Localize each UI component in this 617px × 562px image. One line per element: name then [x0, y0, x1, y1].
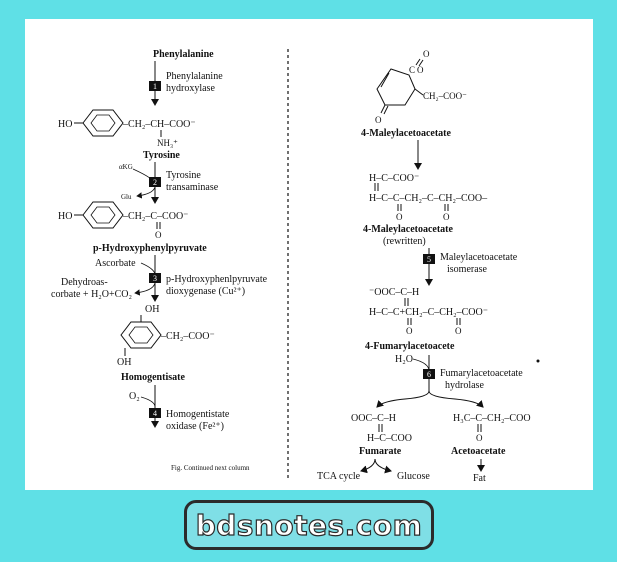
enzyme3-line2: dioxygenase (Cu²⁺)	[166, 286, 245, 297]
dehydro-line1: Dehydroas-	[61, 277, 108, 288]
enzyme4-line1: Homogentistate	[166, 409, 230, 420]
fat-label: Fat	[473, 473, 486, 484]
dehydro-line2: corbate + H₂O+CO₂	[51, 289, 132, 300]
enzyme1-line1: Phenylalanine	[166, 71, 223, 82]
hpp-label: p-Hydroxyphenylpyruvate	[93, 243, 207, 254]
watermark-banner[interactable]: bdsnotes.com	[184, 500, 434, 550]
enzyme1-line2: hydroxylase	[166, 83, 215, 94]
maleyl-oxygen-1: O	[396, 212, 403, 222]
fumaryl-line1: ⁻OOC–C–H	[369, 287, 419, 298]
akg-label: αKG	[119, 163, 133, 171]
benzene-ring-1	[82, 109, 124, 137]
step4-number: 4	[153, 409, 157, 418]
step2-number: 2	[153, 178, 157, 187]
hpp-chain: –CH₂–C–COO⁻	[122, 211, 188, 222]
tyrosine-label: Tyrosine	[143, 150, 180, 161]
enzyme4-line2: oxidase (Fe²⁺)	[166, 421, 224, 432]
ho-1: HO	[58, 119, 72, 130]
step3-number: 3	[153, 274, 157, 283]
stray-dot	[536, 359, 540, 363]
ring-oxygen-top: O	[423, 49, 430, 59]
step5-box	[423, 254, 435, 264]
figure-caption: Fig. Continued next column	[171, 464, 250, 472]
rewritten-label: (rewritten)	[383, 236, 426, 247]
ascorbate-label: Ascorbate	[95, 258, 136, 269]
watermark-text: bdsnotes.com	[195, 508, 423, 542]
fumarate-line2: H–C–COO	[367, 433, 412, 444]
glucose-label: Glucose	[397, 471, 430, 482]
step4-box	[149, 408, 161, 418]
fumaryl-oxygen-2: O	[455, 326, 462, 336]
fumaryl-oxygen-1: O	[406, 326, 413, 336]
fumarylacetoacetate-label: 4-Fumarylacetoacete	[365, 341, 455, 352]
enzyme3-line1: p-Hydroxyphenlpyruvate	[166, 274, 268, 285]
nh3-group: NH₃⁺	[157, 138, 178, 148]
step2-box	[149, 177, 161, 187]
acetoacetate-label: Acetoacetate	[451, 446, 506, 457]
arrow-glucose	[374, 458, 392, 474]
tyrosine-chain: –CH₂–CH–COO⁻	[122, 119, 196, 130]
step6-number: 6	[427, 370, 431, 379]
maleyl-oxygen-2: O	[443, 212, 450, 222]
step1-box	[149, 81, 161, 91]
fumaryl-line2: H–C–C+CH₂–C–CH₂–COO⁻	[369, 307, 488, 318]
maleyl-ring	[376, 68, 416, 106]
ring-oxygen-left: O	[375, 115, 382, 125]
enzyme6-line2: hydrolase	[445, 380, 484, 391]
benzene-ring-3	[120, 321, 162, 349]
step1-number: 1	[153, 82, 157, 91]
maleyl-line2: H–C–C–CH₂–C–CH₂–COO–	[369, 193, 488, 204]
branch-right	[428, 390, 484, 408]
water-label: H₂O	[395, 354, 413, 365]
acetoacetate-line1: H₃C–C–CH₂–COO	[453, 413, 531, 424]
enzyme2-line2: transaminase	[166, 182, 219, 193]
benzene-ring-2	[82, 201, 124, 229]
homogentisate-label: Homogentisate	[121, 372, 185, 383]
tca-cycle-label: TCA cycle	[317, 471, 361, 482]
o2-label: O₂	[129, 391, 140, 402]
acetoacetate-oxygen: O	[476, 433, 483, 443]
branch-left	[376, 390, 430, 408]
ho-2: HO	[58, 211, 72, 222]
enzyme5-line1: Maleylacetoacetate	[440, 252, 518, 263]
step5-number: 5	[427, 255, 431, 264]
enzyme2-line1: Tyrosine	[166, 170, 201, 181]
enzyme6-line1: Fumarylacetoacetate	[440, 368, 523, 379]
diagram-panel: Phenylalanine 1 Phenylalanine hydroxylas…	[25, 19, 593, 490]
maleylacetoacetate-label-2: 4-Maleylacetoacetate	[363, 224, 454, 235]
step6-box	[423, 369, 435, 379]
hpp-oxygen: O	[155, 230, 162, 240]
fumarate-line1: OOC–C–H	[351, 413, 396, 424]
phenylalanine-label: Phenylalanine	[153, 49, 214, 60]
oh-bottom: OH	[117, 357, 131, 368]
oh-top: OH	[145, 304, 159, 315]
pathway-diagram: Phenylalanine 1 Phenylalanine hydroxylas…	[51, 49, 540, 484]
arrow-tca	[360, 458, 376, 474]
enzyme5-line2: isomerase	[447, 264, 488, 275]
step3-box	[149, 273, 161, 283]
fumarate-label: Fumarate	[359, 446, 402, 457]
ring-side-chain: CH₂–COO⁻	[423, 91, 467, 101]
maleylacetoacetate-label: 4-Maleylacetoacetate	[361, 128, 452, 139]
svg-text:O: O	[417, 65, 424, 75]
homogentisate-chain: –CH₂–COO⁻	[160, 331, 215, 342]
glu-label: Glu	[121, 193, 132, 201]
ring-carbon: C	[409, 65, 415, 75]
maleyl-line1: H–C–COO⁻	[369, 173, 419, 184]
